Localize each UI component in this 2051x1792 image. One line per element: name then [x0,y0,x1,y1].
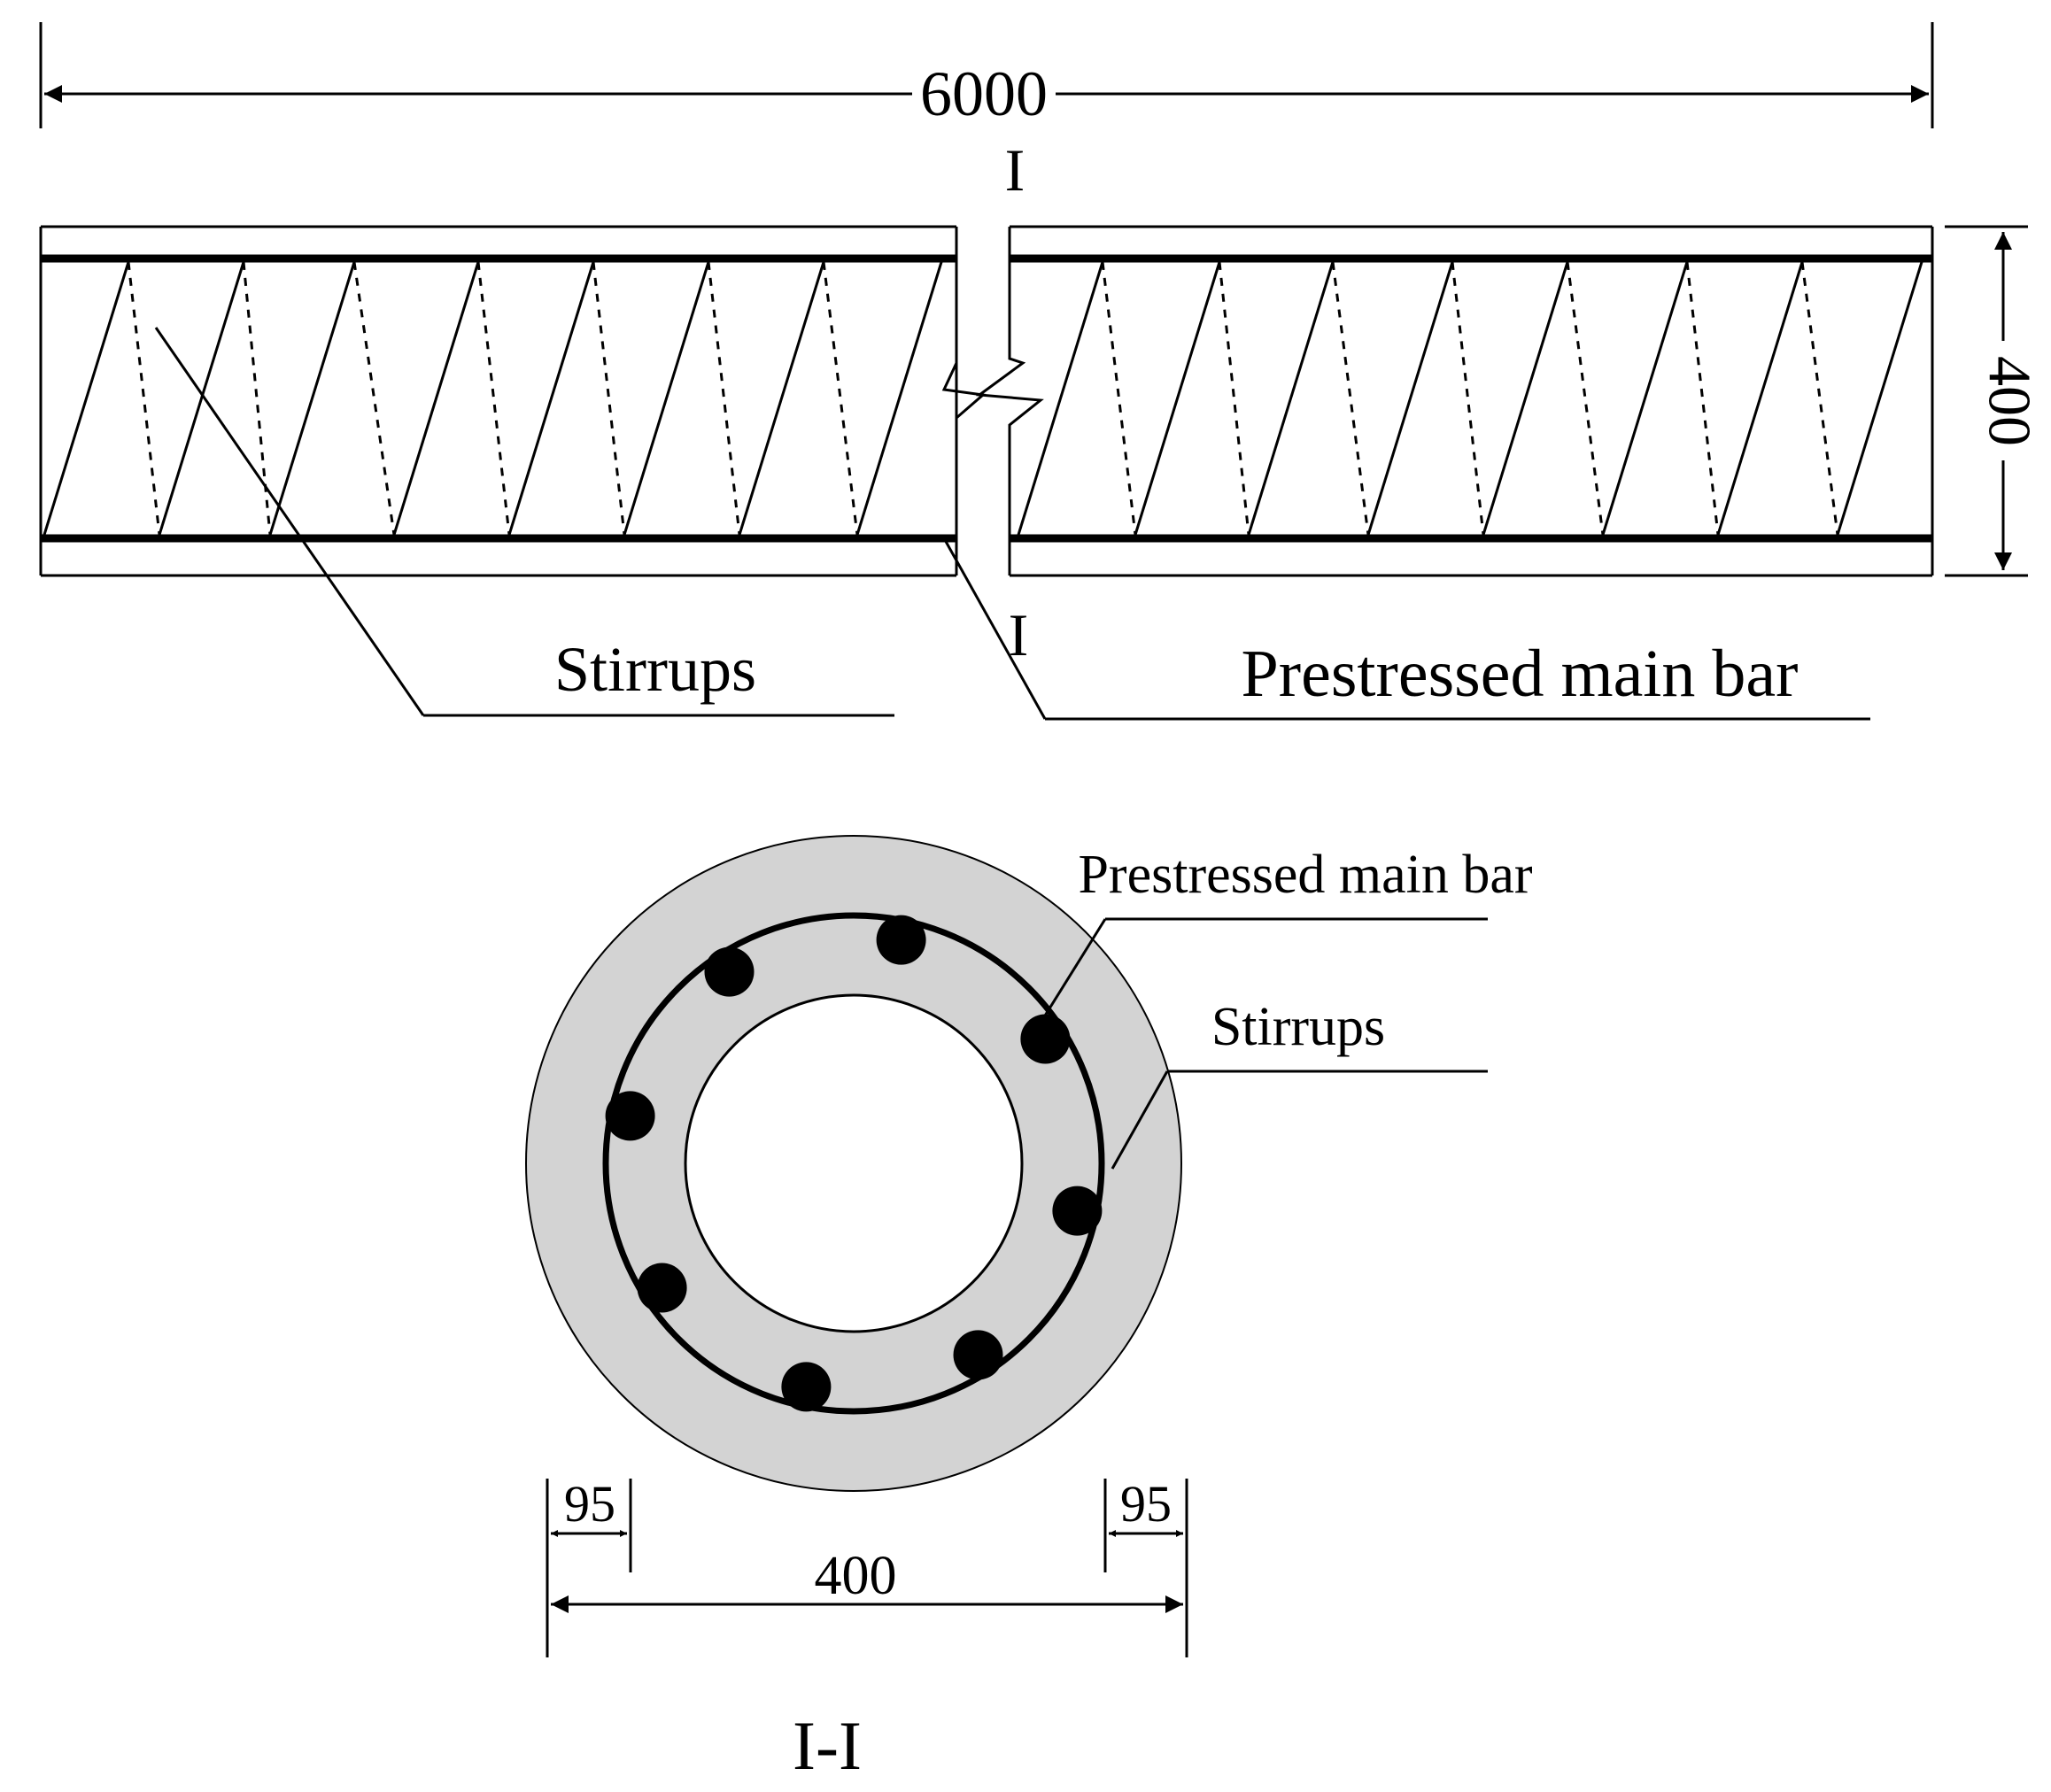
section-diameter-label: 400 [815,1546,897,1606]
pile-segment-right [975,225,1934,577]
section-main-bar-label: Prestressed main bar [1078,845,1532,905]
section-stirrups-label: Stirrups [1211,997,1385,1057]
main-bar-dot [637,1263,687,1313]
section-main-bar-callout: Prestressed main bar [1036,845,1533,1028]
wall-thickness-left-label: 95 [564,1475,615,1533]
stirrups-elevation-left [43,261,943,536]
stirrups-callout: Stirrups [154,327,894,717]
stirrup-front-line [1482,261,1569,536]
stirrup-hoop [602,912,1105,1415]
pile-inner-hole [684,993,1024,1333]
section-mark-top: I [1005,136,1026,204]
stirrups-label: Stirrups [554,634,756,705]
section-title: I-I [793,1707,862,1784]
stirrup-front-line [1017,261,1104,536]
stirrup-back-line [707,261,741,536]
stirrup-front-line [43,261,130,536]
main-bar-dot [781,1362,832,1412]
main-bar-dot [704,946,755,997]
stirrup-back-line [822,261,859,536]
elevation-view: 6000 I I [39,22,2043,721]
stirrup-back-line [1101,261,1137,536]
stirrup-back-line [242,261,272,536]
pile-segment-left [39,225,987,577]
height-dimension-label: 400 [1976,356,2043,446]
stirrup-back-line [1685,261,1720,536]
stirrup-back-line [476,261,511,536]
main-bars-section [605,915,1103,1412]
stirrup-front-line [1836,261,1923,536]
length-dimension-label: 6000 [920,58,1048,129]
cross-section: Prestressed main bar Stirrups 95 95 400 … [525,835,1533,1784]
stirrup-back-line [1218,261,1250,536]
height-dimension: 400 [1945,225,2043,577]
stirrup-front-line [738,261,825,536]
main-bar-dot [953,1330,1003,1380]
stirrup-front-line [507,261,595,536]
main-bar-callout: Prestressed main bar [942,537,1870,721]
section-mark-bottom: I [1009,601,1029,668]
stirrup-back-line [592,261,626,536]
stirrup-back-line [1800,261,1839,536]
section-dimensions: 95 95 400 [546,1475,1188,1657]
stirrup-front-line [1366,261,1454,536]
stirrup-front-line [1247,261,1335,536]
stirrup-front-line [158,261,245,536]
main-bar-dot [1052,1186,1103,1236]
stirrup-front-line [268,261,356,536]
stirrup-back-line [127,261,161,536]
main-bar-dot [876,915,926,965]
stirrup-front-line [1134,261,1221,536]
stirrup-front-line [1601,261,1689,536]
main-bar-dot [1020,1014,1071,1064]
main-bar-label: Prestressed main bar [1242,637,1799,711]
length-dimension: 6000 [39,22,1934,129]
stirrup-front-line [855,261,943,536]
stirrup-back-line [352,261,396,536]
wall-thickness-right-label: 95 [1120,1475,1172,1533]
stirrups-elevation-right [1017,261,1923,536]
section-stirrups-callout: Stirrups [1111,997,1488,1170]
stirrup-back-line [1451,261,1485,536]
stirrup-front-line [1716,261,1804,536]
main-bars-elevation [41,254,1932,543]
main-bar-dot [605,1091,655,1141]
stirrup-back-line [1331,261,1370,536]
stirrup-front-line [623,261,710,536]
stirrup-back-line [1566,261,1605,536]
stirrup-front-line [392,261,480,536]
